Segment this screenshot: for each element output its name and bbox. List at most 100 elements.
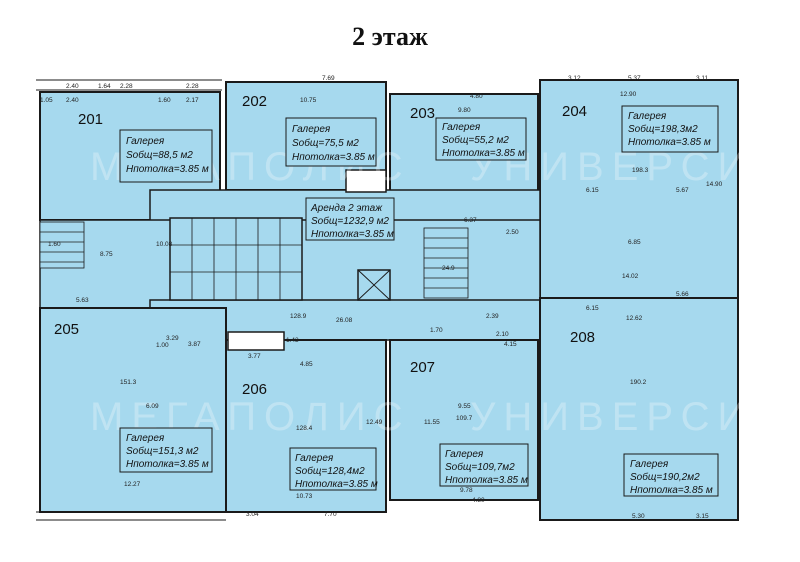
floor-title: 2 этаж [352,22,428,51]
dim-label: 2.39 [486,313,499,320]
dim-label: 14.02 [622,273,639,280]
dim-label: 3.15 [696,513,709,520]
svg-text:Галерея: Галерея [295,453,334,464]
room-number-205: 205 [54,321,79,338]
dim-label: 5.37 [628,75,641,82]
dim-label: 2.50 [506,229,519,236]
dim-label: 3.77 [248,353,261,360]
dim-label: 128.9 [290,313,307,320]
svg-text:Hпотолка=3.85 м: Hпотолка=3.85 м [630,485,713,496]
room-number-201: 201 [78,111,103,128]
svg-text:Sобщ=198,3м2: Sобщ=198,3м2 [628,123,698,135]
dim-label: 9.78 [460,487,473,494]
svg-text:Sобщ=190,2м2: Sобщ=190,2м2 [630,471,700,483]
dim-label: 8.75 [100,251,113,258]
sanitary-cells [170,218,302,300]
svg-text:Sобщ=128,4м2: Sобщ=128,4м2 [295,465,365,477]
dimension-labels: 1.05 2.40 1.64 2.28 1.60 2.17 2.28 2.40 … [40,75,723,520]
dim-label: 9.80 [458,107,471,114]
svg-text:Hпотолка=3.85 м: Hпотолка=3.85 м [445,475,528,486]
dim-label: 2.17 [186,97,199,104]
svg-text:Hпотолка=3.85 м: Hпотолка=3.85 м [442,148,525,159]
svg-text:Галерея: Галерея [442,122,481,133]
svg-text:Галерея: Галерея [445,449,484,460]
svg-text:Hпотолка=3.85 м: Hпотолка=3.85 м [292,152,375,163]
dim-label: 12.27 [124,481,141,488]
dim-label: 1.64 [98,83,111,90]
dim-label: 10.73 [296,493,313,500]
dim-label: 14.90 [706,181,723,188]
card-204: Галерея Sобщ=198,3м2 Hпотолка=3.85 м [621,105,719,153]
svg-text:Галерея: Галерея [126,136,165,147]
room-number-202: 202 [242,93,267,110]
svg-text:Sобщ=75,5 м2: Sобщ=75,5 м2 [292,137,359,149]
room-205[interactable] [39,307,227,513]
dim-label: 6.15 [586,305,599,312]
dim-label: 5.30 [632,513,645,520]
dim-label: 4.80 [470,93,483,100]
stair-left [39,221,85,269]
dim-label: 7.69 [322,75,335,82]
dim-label: 1.00 [156,342,169,349]
dim-label: 198.3 [632,167,649,174]
dim-label: 128.4 [296,425,313,432]
dim-label: 4.85 [300,361,313,368]
dim-label: 1.60 [158,97,171,104]
dim-label: 12.62 [626,315,643,322]
dim-label: 5.63 [76,297,89,304]
svg-text:Sобщ=151,3 м2: Sобщ=151,3 м2 [126,445,199,457]
dim-label: 1.05 [40,97,53,104]
dim-label: 151.3 [120,379,137,386]
dim-label: 2.40 [66,83,79,90]
card-rent: Аренда 2 этаж Sобщ=1232,9 м2 Hпотолка=3.… [305,197,395,241]
dim-label: 2.28 [120,83,133,90]
card-202: Галерея Sобщ=75,5 м2 Hпотолка=3.85 м [285,117,377,167]
watermark-right: УНИВЕРСИТЕТ [470,395,800,439]
svg-text:Sобщ=109,7м2: Sобщ=109,7м2 [445,461,515,473]
dim-label: 6.85 [628,239,641,246]
svg-text:Галерея: Галерея [630,459,669,470]
card-207: Галерея Sобщ=109,7м2 Hпотолка=3.85 м [439,443,529,487]
dim-label: 1.60 [48,241,61,248]
svg-text:Галерея: Галерея [628,111,667,122]
dim-label: 6.09 [146,403,159,410]
dim-label: 3.12 [568,75,581,82]
dim-label: 12.49 [366,419,383,426]
svg-text:Hпотолка=3.85 м: Hпотолка=3.85 м [628,137,711,148]
dim-label: 10.75 [300,97,317,104]
card-203: Галерея Sобщ=55,2 м2 Hпотолка=3.85 м [435,117,527,161]
dim-label: 3.87 [188,341,201,348]
dim-label: 3.04 [246,511,259,518]
dim-label: 4.80 [472,497,485,504]
dim-label: 26.08 [336,317,353,324]
svg-text:Hпотолка=3.85 м: Hпотолка=3.85 м [126,164,209,175]
wall-notch-205 [227,331,285,351]
dim-label: 2.10 [496,331,509,338]
wall-notch-202 [345,169,387,193]
room-number-204: 204 [562,103,587,120]
svg-text:Галерея: Галерея [292,124,331,135]
card-206: Галерея Sобщ=128,4м2 Hпотолка=3.85 м [289,447,378,491]
svg-text:Hпотолка=3.85 м: Hпотолка=3.85 м [311,229,394,240]
room-number-207: 207 [410,359,435,376]
stair-core [423,227,469,299]
svg-text:Аренда 2 этаж: Аренда 2 этаж [310,203,383,214]
svg-text:Sобщ=55,2 м2: Sобщ=55,2 м2 [442,134,509,146]
svg-text:Sобщ=1232,9 м2: Sобщ=1232,9 м2 [311,215,389,227]
room-number-203: 203 [410,105,435,122]
dim-label: 2.40 [66,97,79,104]
dim-label: 1.70 [430,327,443,334]
dim-label: 9.55 [458,403,471,410]
dim-label: 3.11 [696,75,709,82]
dim-label: 10.08 [156,241,173,248]
dim-label: 109.7 [456,415,473,422]
dim-label: 11.55 [424,419,440,426]
dim-label: 190.2 [630,379,647,386]
dim-label: 1.43 [286,337,299,344]
dim-label: 6.15 [586,187,599,194]
dim-label: 4.15 [504,341,517,348]
room-number-206: 206 [242,381,267,398]
svg-text:Hпотолка=3.85 м: Hпотолка=3.85 м [126,459,209,470]
card-208: Галерея Sобщ=190,2м2 Hпотолка=3.85 м [623,453,719,497]
